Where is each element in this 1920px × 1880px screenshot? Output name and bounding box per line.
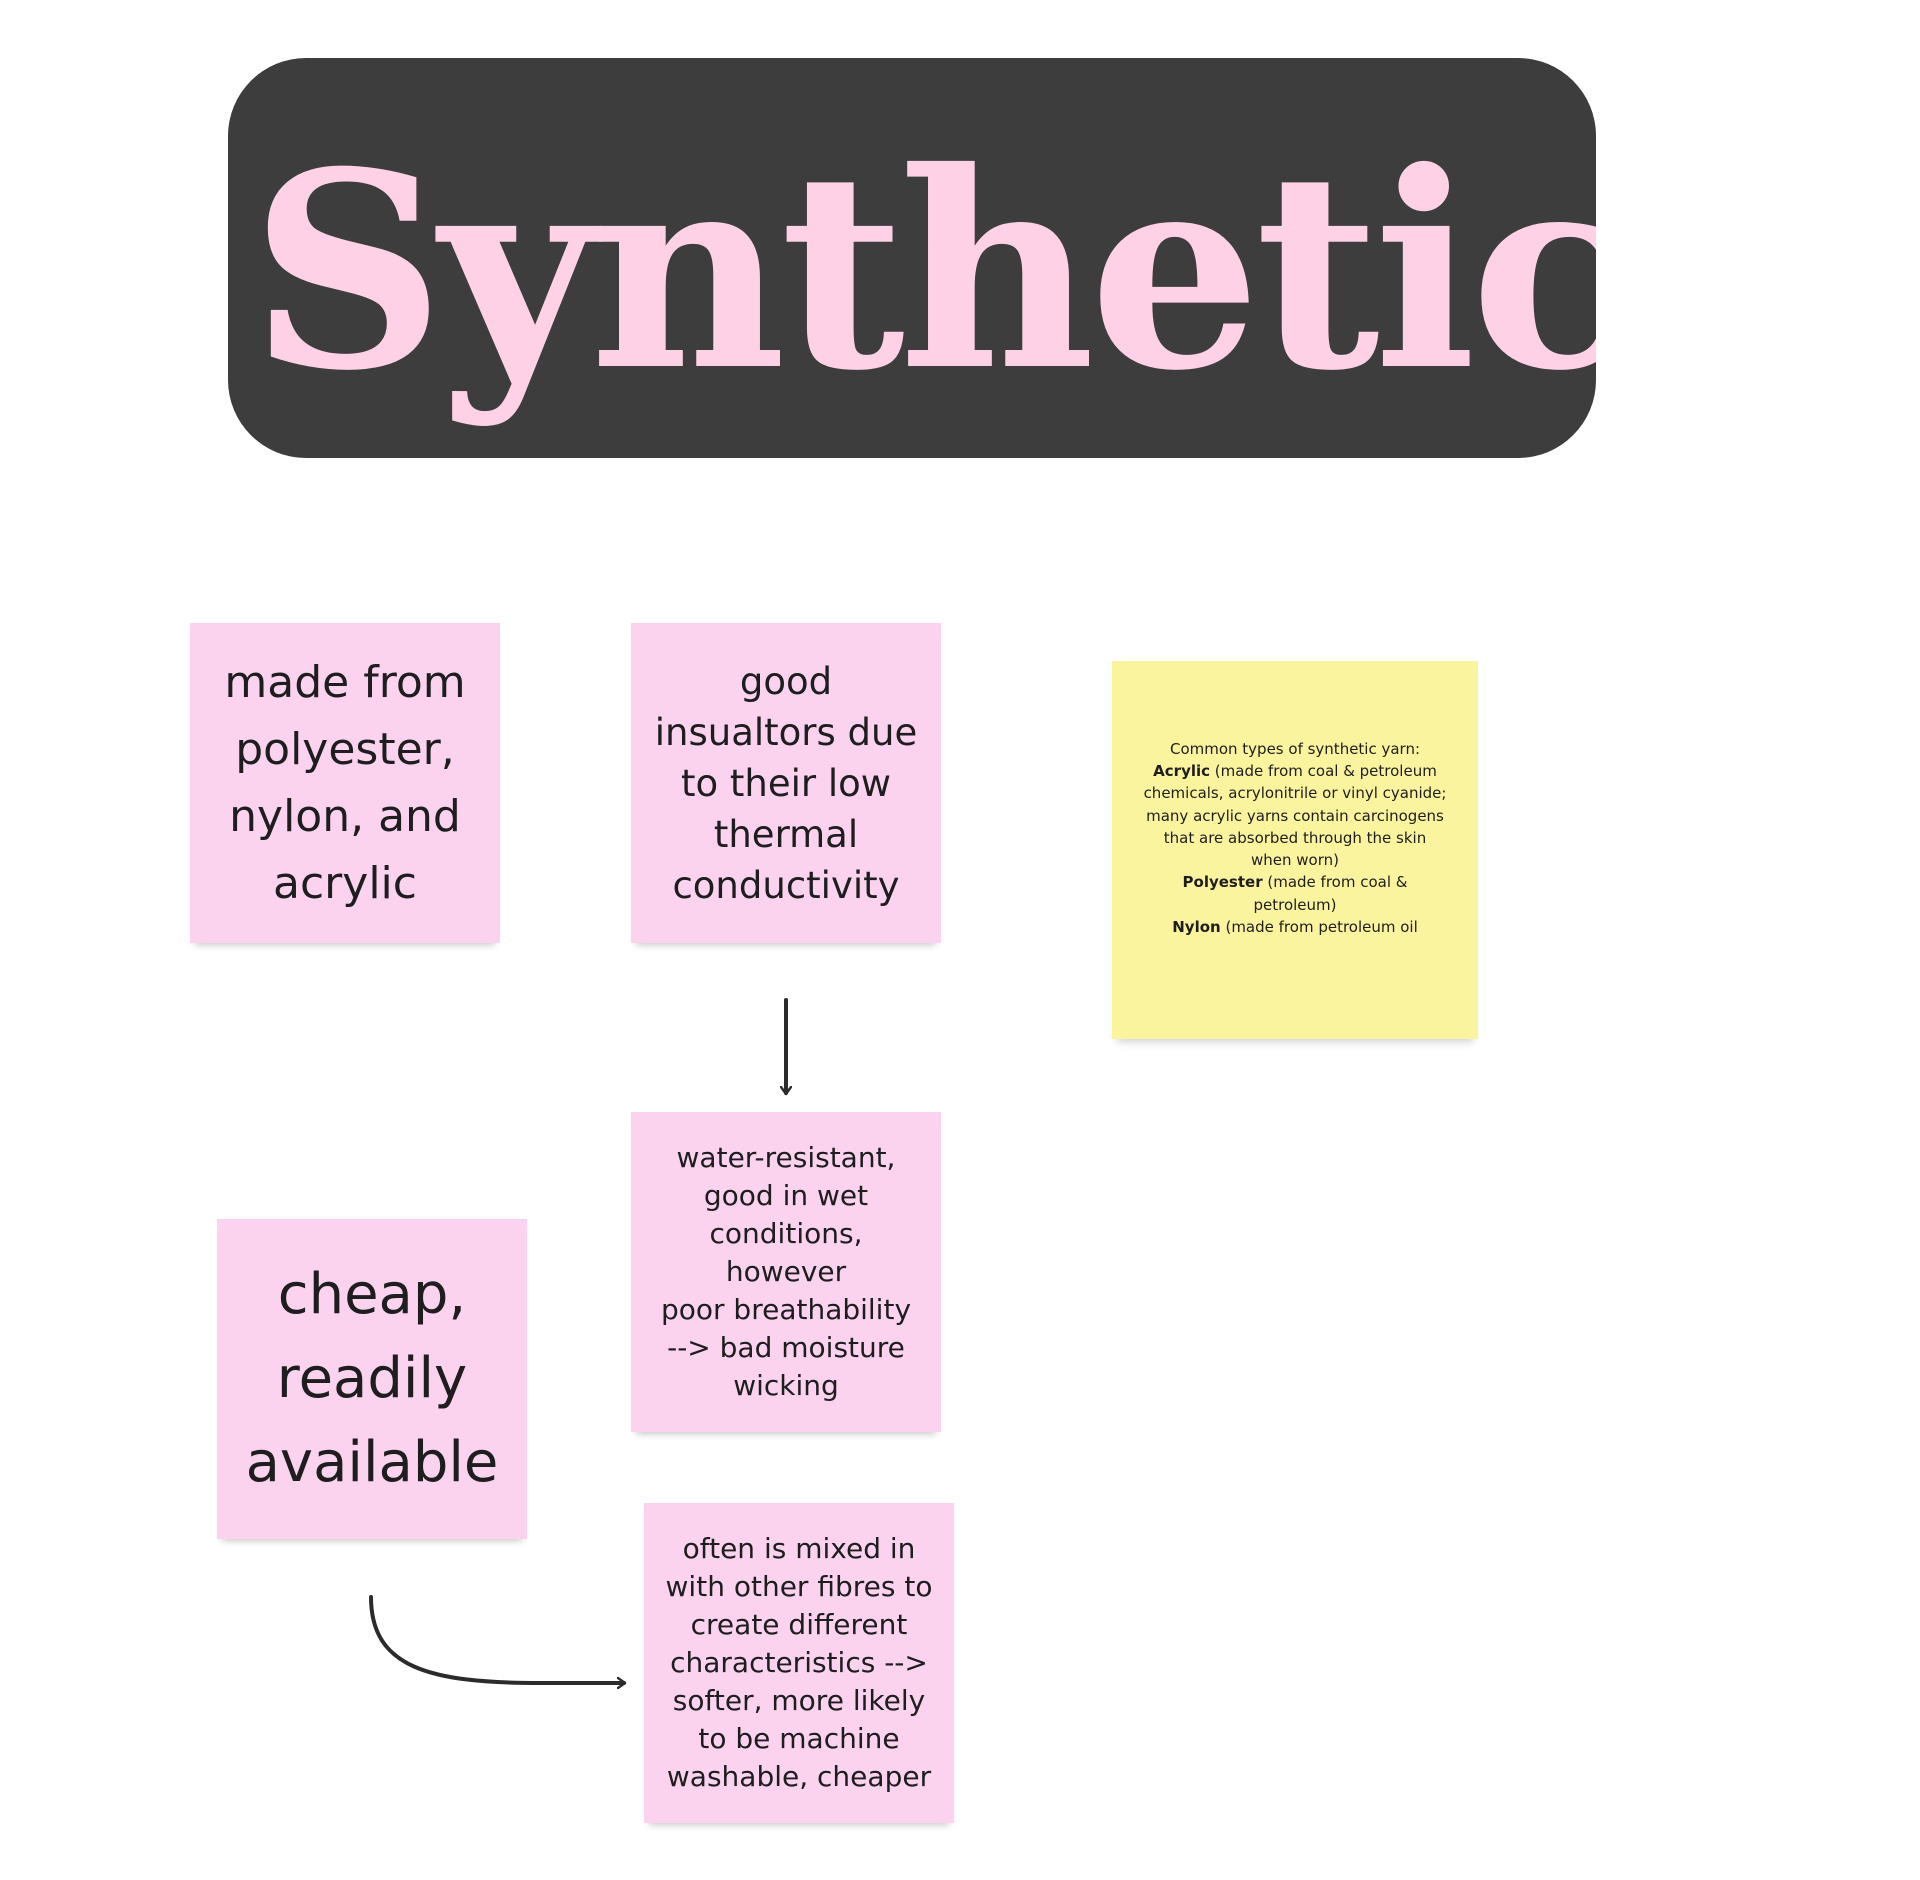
- yarn-nylon-line: Nylon (made from petroleum oil: [1172, 918, 1418, 937]
- sticky-note-text: made from polyester, nylon, and acrylic: [224, 657, 466, 909]
- sticky-note-yarn-types[interactable]: Common types of synthetic yarn: Acrylic …: [1112, 661, 1478, 1039]
- sticky-note-insulators[interactable]: good insualtors due to their low thermal…: [631, 623, 941, 943]
- sticky-note-text: cheap, readily available: [245, 1262, 499, 1495]
- yarn-heading: Common types of synthetic yarn:: [1169, 739, 1421, 758]
- title-banner: Synthetic: [228, 58, 1596, 458]
- connector-arrow-cheap-to-mixed[interactable]: [369, 1595, 624, 1683]
- yarn-acrylic-line: Acrylic (made from coal & petroleum: [1153, 761, 1437, 780]
- sticky-note-text: Common types of synthetic yarn: Acrylic …: [1144, 738, 1447, 939]
- page-title: Synthetic: [250, 112, 1596, 430]
- sticky-note-water-resistant[interactable]: water-resistant, good in wet conditions,…: [631, 1112, 941, 1432]
- sticky-note-text: often is mixed in with other fibres to c…: [665, 1532, 933, 1793]
- sticky-note-text: water-resistant, good in wet conditions,…: [660, 1141, 912, 1402]
- yarn-polyester-line: Polyester (made from coal &: [1182, 873, 1408, 892]
- sticky-note-made-from[interactable]: made from polyester, nylon, and acrylic: [190, 623, 500, 943]
- sticky-note-cheap[interactable]: cheap, readily available: [217, 1219, 527, 1539]
- sticky-note-text: good insualtors due to their low thermal…: [654, 659, 918, 907]
- sticky-note-mixed-fibres[interactable]: often is mixed in with other fibres to c…: [644, 1503, 954, 1823]
